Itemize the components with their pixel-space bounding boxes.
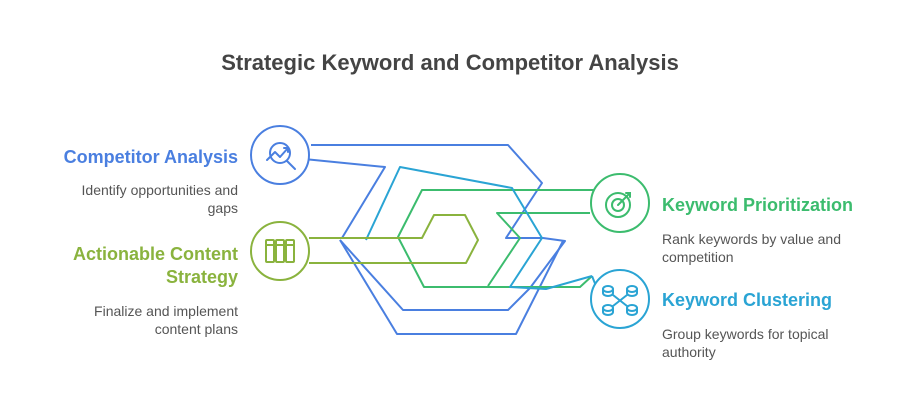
content-strategy-title-line: Actionable Content [73,244,238,264]
desc-line: content plans [154,321,238,337]
competitor-analysis-title-line: Competitor Analysis [63,147,238,167]
prioritization-node [590,173,650,233]
content-strategy-title-line: Strategy [165,267,238,287]
diagram-title: Strategic Keyword and Competitor Analysi… [221,50,679,75]
content-strategy-desc: Finalize and implement content plans [20,302,238,338]
desc-line: competition [662,249,734,265]
competitor-analysis-title: Competitor Analysis [20,147,238,168]
competitor-node [250,125,310,185]
content-strategy-title: Actionable Content Strategy [20,243,238,289]
keyword-clustering-desc: Group keywords for topical authority [662,325,892,361]
keyword-prioritization-title: Keyword Prioritization [662,195,892,216]
content-strategy-node [250,221,310,281]
keyword-clustering-title-line: Keyword Clustering [662,290,833,310]
content-plan-icon [265,239,295,263]
prioritization-path [397,189,597,288]
keyword-prioritization-desc: Rank keywords by value and competition [662,230,892,266]
content-strategy-path [309,214,479,264]
desc-line: gaps [207,200,238,216]
clustering-node [590,269,650,329]
analysis-icon [266,142,296,170]
desc-line: Finalize and implement [94,303,238,319]
keyword-prioritization-title-line: Keyword Prioritization [662,195,854,215]
desc-line: Group keywords for topical [662,326,829,342]
cluster-icon [602,285,638,316]
desc-line: Rank keywords by value and [662,231,841,247]
desc-line: authority [662,344,716,360]
target-icon [605,192,631,218]
desc-line: Identify opportunities and [81,182,238,198]
keyword-clustering-title: Keyword Clustering [662,290,892,311]
competitor-analysis-desc: Identify opportunities and gaps [20,181,238,217]
